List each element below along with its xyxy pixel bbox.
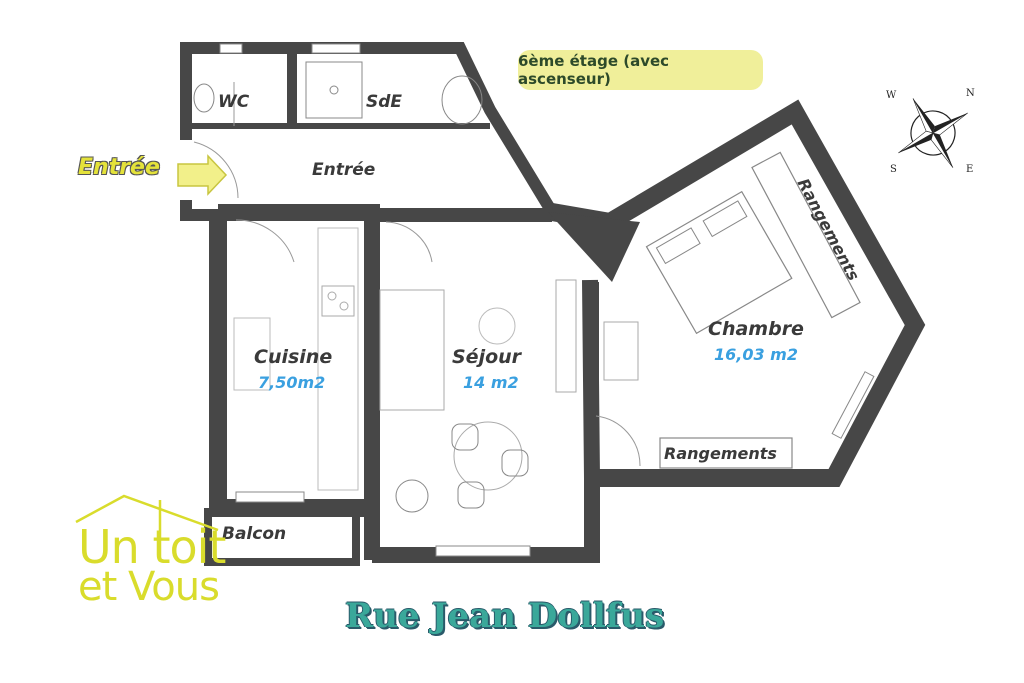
wall-top-block <box>180 42 558 221</box>
window-sejour <box>435 545 531 557</box>
washbasin <box>441 75 483 125</box>
chambre-bed <box>645 190 793 335</box>
chambre-desk <box>603 321 639 381</box>
sejour-table <box>453 421 523 491</box>
window-kitchen <box>235 491 305 503</box>
street-name: Rue Jean Dollfus <box>345 596 665 636</box>
sejour-sofa <box>379 289 445 411</box>
wall-corner-triangle <box>548 212 640 282</box>
room-label-chambre: Chambre <box>708 318 804 340</box>
room-label-sde: SdE <box>366 92 403 112</box>
room-label-wc: WC <box>218 92 250 112</box>
window-sde <box>311 43 361 54</box>
kitchen-burner <box>327 291 337 301</box>
kitchen-counter <box>317 227 359 491</box>
room-label-rangements-horizontal: Rangements <box>664 444 777 463</box>
chambre-wardrobe-horizontal <box>659 437 793 469</box>
kitchen-cooktop <box>321 285 355 317</box>
sejour-chair <box>501 449 529 477</box>
compass-letter-s: S <box>890 164 897 175</box>
sejour-lamp <box>478 307 516 345</box>
compass-letter-w: W <box>886 90 897 101</box>
sejour-shelf <box>555 279 577 393</box>
room-area-chambre: 16,03 m2 <box>714 345 798 364</box>
balcony-area <box>204 508 360 566</box>
logo-house-icon <box>75 494 219 532</box>
room-label-sejour: Séjour <box>452 346 522 368</box>
entrance-arrow <box>177 154 228 196</box>
sejour-plant <box>395 479 429 513</box>
compass-letter-n: N <box>966 88 975 99</box>
room-label-cuisine: Cuisine <box>254 346 333 368</box>
logo-line1: Un toit <box>78 520 226 574</box>
compass-icon <box>898 98 968 168</box>
room-label-entree: Entrée <box>312 160 376 180</box>
room-label-balcon: Balcon <box>222 524 287 544</box>
sejour-chair <box>451 423 479 451</box>
door-sejour <box>385 221 433 263</box>
chambre-wardrobe-vertical <box>751 151 861 319</box>
toilet <box>193 83 215 113</box>
shower-tray <box>305 61 363 119</box>
compass-letter-e: E <box>966 164 974 175</box>
kitchen-table <box>233 317 271 391</box>
door-chambre <box>595 415 641 467</box>
room-area-sejour: 14 m2 <box>463 373 519 392</box>
entrance-tag: Entrée <box>78 155 160 180</box>
logo-line2: et Vous <box>78 564 220 610</box>
sejour-chair <box>457 481 485 509</box>
door-entrance <box>193 141 239 199</box>
window-chambre <box>831 371 875 439</box>
wall-kitchen <box>209 212 372 517</box>
shower-drain <box>329 85 339 95</box>
room-area-cuisine: 7,50m2 <box>258 373 326 392</box>
floor-info-text: 6ème étage (avec ascenseur) <box>518 52 670 88</box>
wall-sejour <box>372 279 600 563</box>
kitchen-burner <box>339 301 349 311</box>
door-kitchen <box>235 219 295 263</box>
window-wc <box>219 43 243 54</box>
wall-chambre <box>550 99 926 487</box>
floor-info-badge: 6ème étage (avec ascenseur) <box>518 50 763 90</box>
